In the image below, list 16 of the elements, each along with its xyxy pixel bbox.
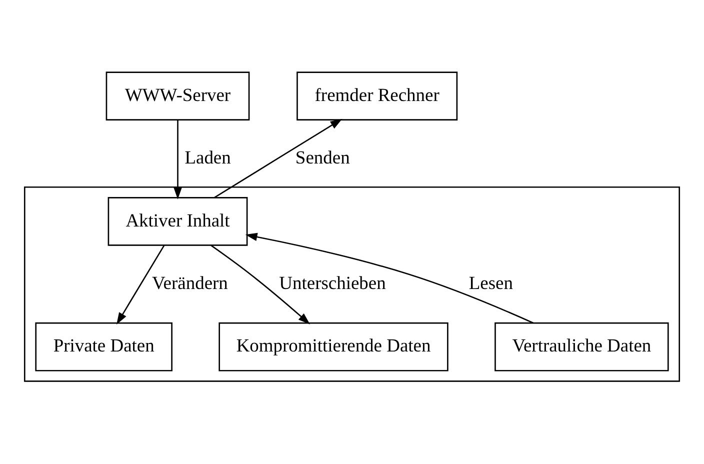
- arrow: [174, 120, 182, 200]
- node-box: Aktiver Inhalt: [108, 197, 248, 246]
- arrow: [214, 118, 342, 198]
- arrow: [210, 244, 310, 324]
- node-box: Kompromittierende Daten: [218, 322, 448, 372]
- edge-label: Lesen: [468, 273, 513, 294]
- edge-label: Unterschieben: [279, 273, 386, 294]
- edge-label: Senden: [295, 148, 350, 168]
- edge-label: Verändern: [152, 273, 228, 294]
- arrow: [116, 244, 165, 324]
- edge-label: Laden: [184, 148, 231, 168]
- node-box: WWW-Server: [106, 72, 250, 120]
- node-box: Vertrauliche Daten: [494, 322, 669, 372]
- arrow: [245, 232, 534, 324]
- node-box: fremder Rechner: [296, 72, 458, 120]
- node-box: Private Daten: [35, 322, 172, 372]
